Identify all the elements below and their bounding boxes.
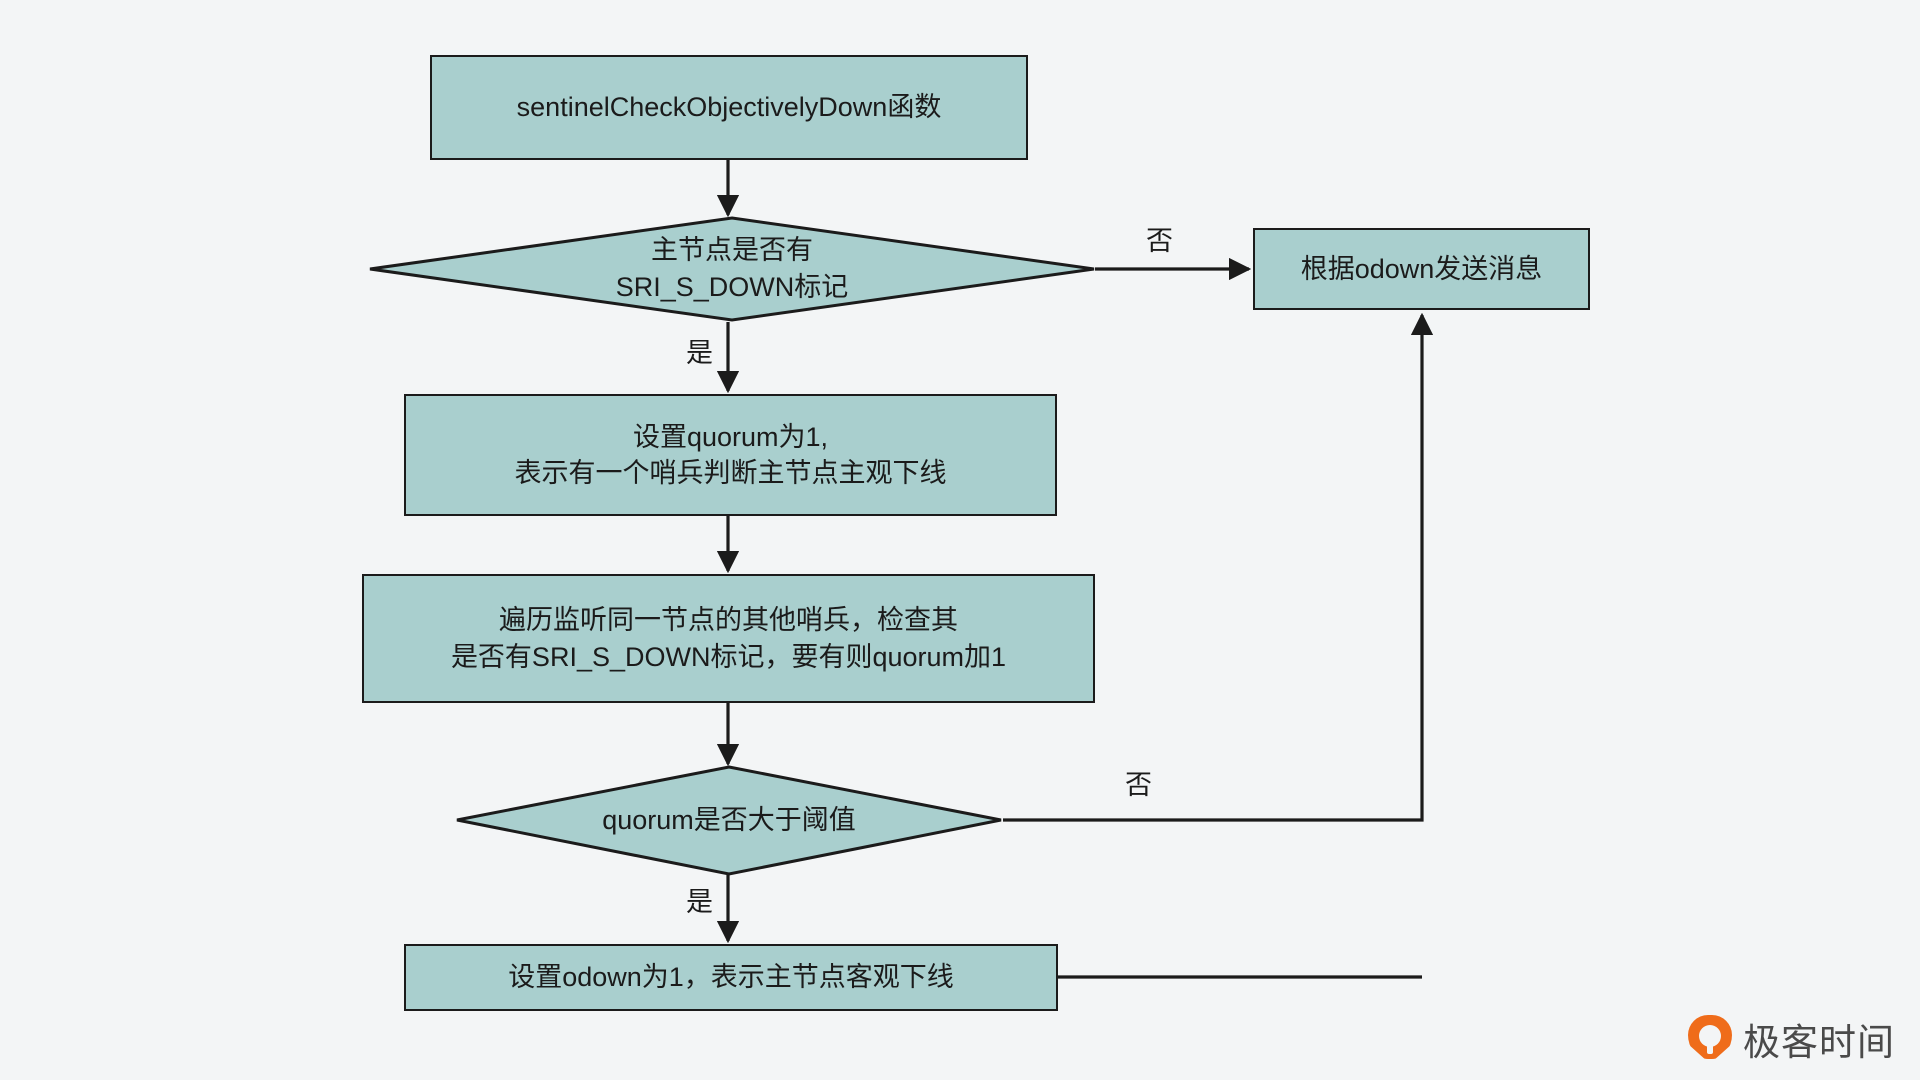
node-send-msg-label: 根据odown发送消息: [1300, 253, 1543, 284]
node-set-quorum-label: 设置quorum为1, 表示有一个哨兵判断主节点主观下线: [514, 421, 947, 488]
node-check-quorum-label: quorum是否大于阈值: [602, 805, 856, 836]
node-iterate-sentinels[interactable]: 遍历监听同一节点的其他哨兵，检查其 是否有SRI_S_DOWN标记，要有则quo…: [362, 574, 1095, 703]
edge-check-quorum-no: [1003, 312, 1434, 822]
node-start-label: sentinelCheckObjectivelyDown函数: [516, 92, 942, 123]
node-set-quorum[interactable]: 设置quorum为1, 表示有一个哨兵判断主节点主观下线: [404, 394, 1057, 516]
edge-label-sdown-no: 否: [1146, 226, 1173, 256]
node-set-odown-label: 设置odown为1，表示主节点客观下线: [508, 962, 954, 993]
node-check-sdown[interactable]: 主节点是否有 SRI_S_DOWN标记: [368, 216, 1096, 322]
node-start[interactable]: sentinelCheckObjectivelyDown函数: [430, 55, 1028, 160]
node-check-quorum[interactable]: quorum是否大于阈值: [455, 765, 1003, 876]
geektime-brand-text: 极客时间: [1743, 1021, 1895, 1064]
edge-label-quorum-yes: 是: [686, 887, 713, 917]
decision-diamond-shape: [456, 765, 1002, 876]
node-set-odown[interactable]: 设置odown为1，表示主节点客观下线: [404, 944, 1058, 1011]
node-send-msg[interactable]: 根据odown发送消息: [1253, 228, 1590, 310]
geektime-drop-logo-icon: [1688, 1015, 1732, 1063]
decision-diamond-shape: [369, 216, 1095, 322]
edge-label-sdown-yes: 是: [686, 338, 713, 368]
edge-label-quorum-no: 否: [1125, 770, 1152, 800]
geektime-watermark: 极客时间: [1688, 1012, 1895, 1066]
node-iterate-sentinels-label: 遍历监听同一节点的其他哨兵，检查其 是否有SRI_S_DOWN标记，要有则quo…: [450, 605, 1007, 672]
node-check-sdown-label: 主节点是否有 SRI_S_DOWN标记: [615, 235, 849, 302]
